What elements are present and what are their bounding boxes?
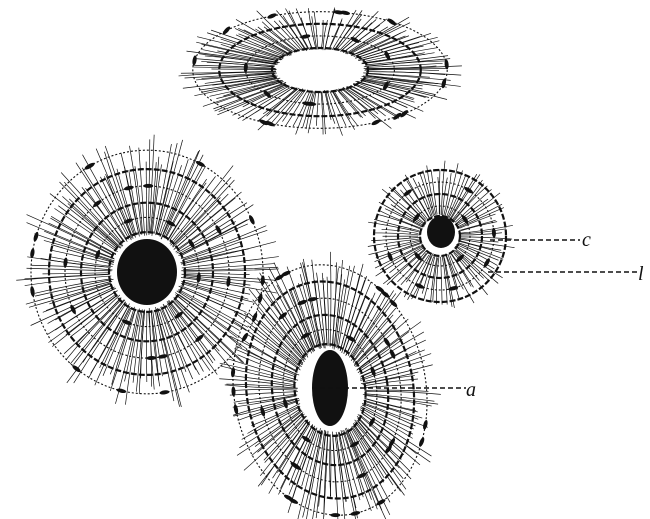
lacuna <box>418 437 425 448</box>
canaliculus <box>361 351 416 376</box>
canaliculus <box>230 392 298 395</box>
lacuna <box>259 406 266 417</box>
canaliculus <box>335 435 346 519</box>
canaliculus <box>365 391 441 394</box>
canaliculus <box>228 359 298 380</box>
canaliculus <box>458 247 495 269</box>
lacuna <box>330 513 340 517</box>
left-haversian-canal <box>117 239 177 305</box>
canaliculus <box>308 8 316 50</box>
canaliculus <box>326 91 335 123</box>
canaliculus <box>361 37 438 58</box>
lacuna <box>123 217 134 224</box>
lacuna <box>257 293 263 304</box>
canaliculus <box>49 284 111 304</box>
right-haversian-canal <box>427 216 455 248</box>
lacuna <box>192 55 198 66</box>
canaliculus <box>332 10 356 50</box>
canaliculus <box>177 295 247 349</box>
lacuna <box>196 273 201 283</box>
canaliculus <box>182 257 279 268</box>
lacuna <box>33 231 40 242</box>
lacuna <box>226 277 231 287</box>
lacuna <box>146 356 156 361</box>
canaliculus <box>334 10 362 49</box>
canaliculus <box>51 216 116 254</box>
lacuna <box>69 304 77 315</box>
lacuna <box>380 290 390 299</box>
lacuna <box>386 17 397 26</box>
canaliculus <box>353 315 393 363</box>
lacuna <box>340 10 351 16</box>
label-c: c <box>582 230 591 250</box>
lacuna <box>248 214 256 225</box>
canaliculus <box>68 203 118 246</box>
canaliculus <box>303 92 314 128</box>
lacuna <box>222 25 232 35</box>
lacuna <box>30 248 35 258</box>
label-b: l <box>638 264 644 284</box>
canaliculus <box>234 389 297 390</box>
canaliculus <box>364 398 416 410</box>
canaliculus <box>441 257 442 305</box>
canaliculus <box>361 406 413 434</box>
canaliculus <box>333 432 339 519</box>
lacuna <box>233 404 239 415</box>
lacuna <box>350 36 361 44</box>
lacuna <box>267 12 278 19</box>
canaliculus <box>325 9 335 50</box>
lacuna <box>350 510 361 516</box>
canaliculus <box>44 231 114 259</box>
lacuna <box>194 334 204 343</box>
canaliculus <box>368 222 421 232</box>
label-a: a <box>466 380 476 400</box>
lacuna <box>159 390 169 395</box>
canaliculus <box>146 162 147 236</box>
canaliculus <box>387 249 426 284</box>
canaliculus <box>316 92 318 126</box>
canaliculus <box>452 254 474 287</box>
lacuna <box>402 188 412 197</box>
canaliculus <box>283 16 307 51</box>
lacuna <box>174 311 184 320</box>
canaliculus <box>347 17 409 54</box>
canaliculus <box>438 177 439 214</box>
canaliculus <box>364 69 439 70</box>
upper-interstitial-lamellae <box>179 8 462 136</box>
canaliculus <box>183 273 249 275</box>
canaliculus <box>35 279 113 296</box>
canaliculus <box>330 252 331 347</box>
lacuna <box>116 388 127 394</box>
canaliculus <box>327 277 329 346</box>
canaliculus <box>161 150 200 239</box>
lacuna <box>300 34 311 40</box>
canaliculus <box>25 274 110 279</box>
lacuna <box>243 62 248 72</box>
lamella-ring <box>193 12 447 129</box>
canaliculus <box>375 246 420 268</box>
lacuna <box>422 419 428 430</box>
canaliculus <box>365 59 450 66</box>
canaliculus <box>103 308 132 376</box>
lacuna <box>260 275 265 285</box>
canaliculus <box>363 394 438 404</box>
canaliculus <box>30 265 112 270</box>
canaliculus <box>42 273 109 274</box>
